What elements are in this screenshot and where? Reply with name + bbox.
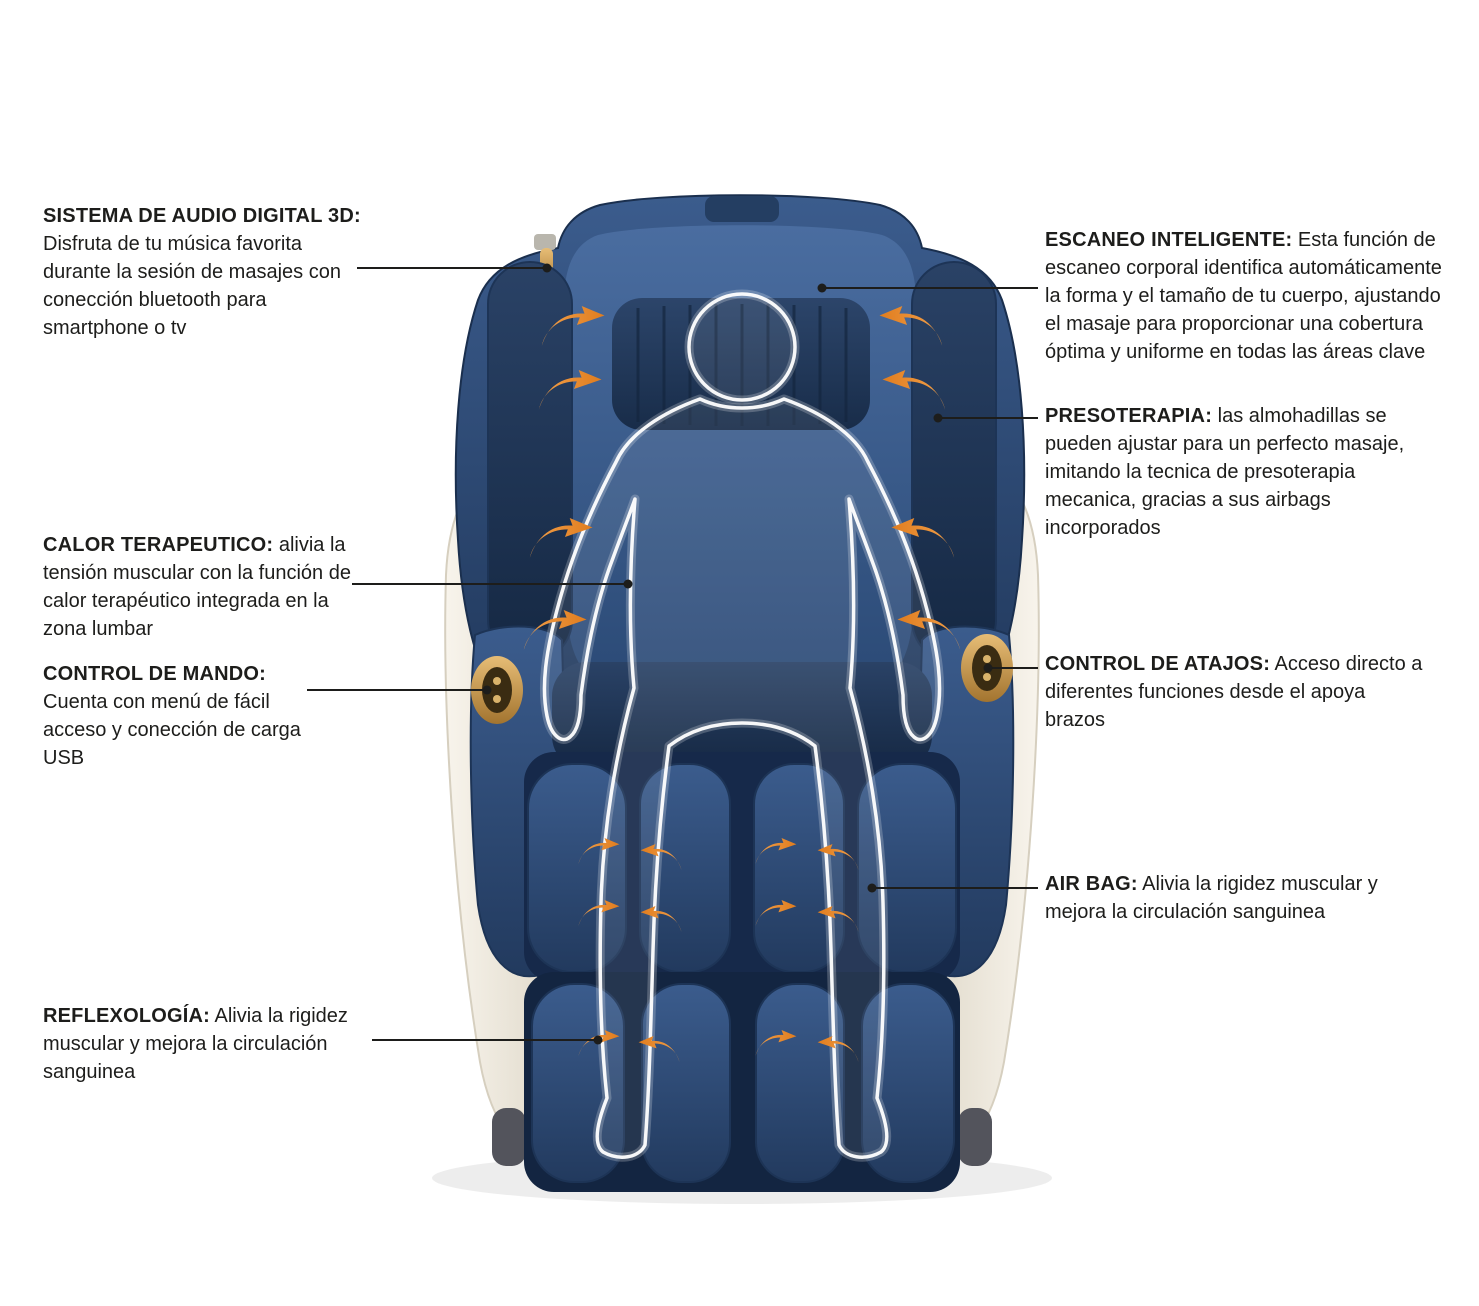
caster-wheel xyxy=(492,1108,526,1166)
callout-airbag-body: Alivia la rigidez muscular y mejora la c… xyxy=(1045,873,1378,923)
callout-mando-title: CONTROL DE MANDO: xyxy=(43,663,267,685)
callout-presoterapia: PRESOTERAPIA: las almohadillas se pueden… xyxy=(1045,402,1445,542)
callout-calor-terapeutico: CALOR TERAPEUTICO: alivia la tensión mus… xyxy=(43,531,373,643)
callout-audio: SISTEMA DE AUDIO DIGITAL 3D: Disfruta de… xyxy=(43,202,373,342)
callout-presoterapia-body: las almohadillas se pueden ajustar para … xyxy=(1045,405,1405,539)
callout-lines xyxy=(307,263,1038,1045)
callout-reflexologia: REFLEXOLOGÍA: Alivia la rigidez muscular… xyxy=(43,1002,383,1086)
callout-calor-title: CALOR TERAPEUTICO: xyxy=(43,534,274,556)
callout-air-bag: AIR BAG: Alivia la rigidez muscular y me… xyxy=(1045,870,1440,926)
massage-chair-illustration xyxy=(432,194,1052,1204)
callout-atajos-title: CONTROL DE ATAJOS: xyxy=(1045,653,1271,675)
callout-presoterapia-title: PRESOTERAPIA: xyxy=(1045,405,1213,427)
callout-airbag-title: AIR BAG: xyxy=(1045,873,1138,895)
anchor-dot xyxy=(983,663,993,673)
anchor-dot xyxy=(623,579,633,589)
calf-massage-section xyxy=(524,752,960,982)
seat-cushion xyxy=(552,662,932,770)
backrest-grille xyxy=(612,298,870,430)
callout-mando-body: Cuenta con menú de fácil acceso y conecc… xyxy=(43,691,301,769)
callout-audio-title: SISTEMA DE AUDIO DIGITAL 3D: xyxy=(43,205,361,227)
human-silhouette xyxy=(539,289,945,1162)
anchor-dot xyxy=(817,283,827,293)
callout-control-de-atajos: CONTROL DE ATAJOS: Acceso directo a dife… xyxy=(1045,650,1425,734)
callout-calor-body: alivia la tensión muscular con la funció… xyxy=(43,534,351,640)
callout-escaneo-inteligente: ESCANEO INTELIGENTE: Esta función de esc… xyxy=(1045,226,1445,366)
remote-control-pod xyxy=(471,656,523,724)
anchor-dot xyxy=(867,883,877,893)
callout-reflexologia-body: Alivia la rigidez muscular y mejora la c… xyxy=(43,1005,348,1083)
headrest-strap xyxy=(705,196,779,222)
anchor-dot xyxy=(593,1035,603,1045)
callout-atajos-body: Acceso directo a diferentes funciones de… xyxy=(1045,653,1423,731)
callout-audio-body: Disfruta de tu música favorita durante l… xyxy=(43,233,341,339)
callout-reflexologia-title: REFLEXOLOGÍA: xyxy=(43,1005,211,1027)
anchor-dot xyxy=(482,685,492,695)
anchor-dot xyxy=(542,263,552,273)
callout-escaneo-body: Esta función de escaneo corporal identif… xyxy=(1045,229,1442,363)
anchor-dot xyxy=(933,413,943,423)
callout-control-de-mando: CONTROL DE MANDO: Cuenta con menú de fác… xyxy=(43,660,315,772)
callout-escaneo-title: ESCANEO INTELIGENTE: xyxy=(1045,229,1293,251)
foot-massage-section xyxy=(524,972,960,1192)
